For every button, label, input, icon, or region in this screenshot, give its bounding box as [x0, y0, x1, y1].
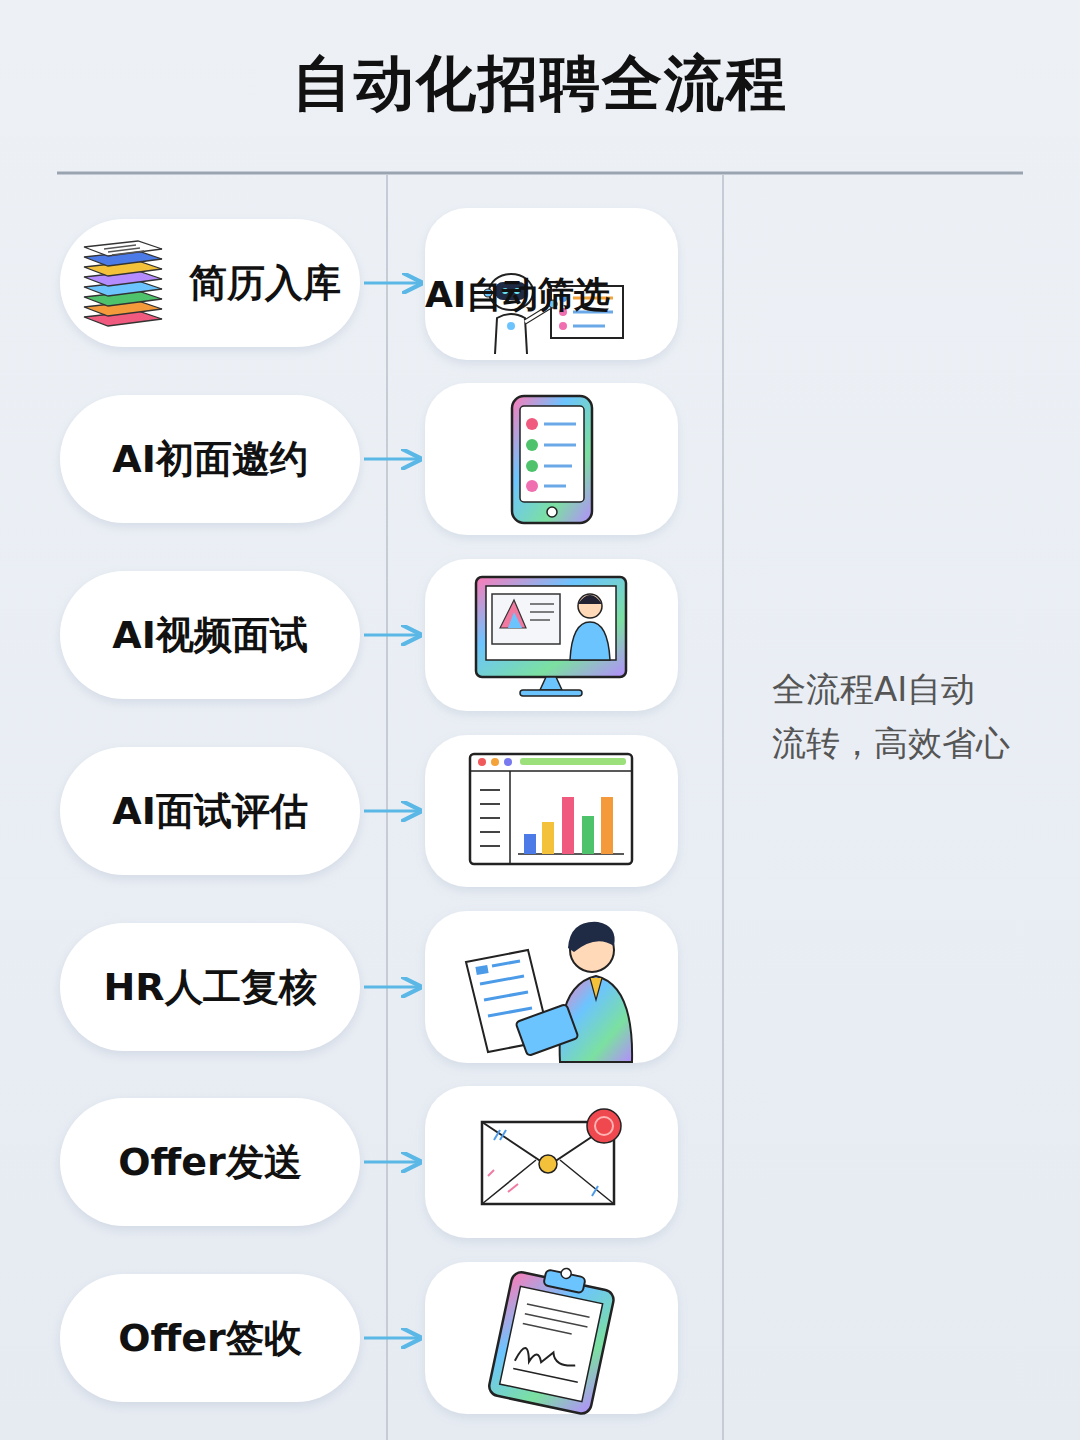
node-label: HR人工复核 — [103, 962, 316, 1013]
node-label: AI初面邀约 — [112, 434, 308, 485]
node-label: AI视频面试 — [112, 610, 308, 661]
flow-arrow — [364, 282, 421, 285]
side-note: 全流程AI自动 流转，高效省心 — [772, 662, 1020, 770]
process-pill: HR人工复核 — [60, 923, 360, 1051]
process-pill: AI视频面试 — [60, 571, 360, 699]
process-pill: 简历入库 — [60, 219, 360, 347]
process-pill: AI初面邀约 — [60, 395, 360, 523]
node-label: 简历入库 — [189, 258, 341, 309]
diagram-title: 自动化招聘全流程 — [0, 44, 1080, 125]
node-label: Offer签收 — [118, 1313, 302, 1364]
resume-stack-icon — [78, 233, 168, 333]
node-label: AI自动筛选 — [425, 271, 610, 320]
process-pill: Offer发送 — [60, 1098, 360, 1226]
process-pill: Offer签收 — [60, 1274, 360, 1402]
process-pill: AI面试评估 — [60, 747, 360, 875]
node-label: AI面试评估 — [112, 786, 308, 837]
node-label: Offer发送 — [118, 1137, 302, 1188]
process-box: AI自动筛选 — [425, 208, 678, 360]
